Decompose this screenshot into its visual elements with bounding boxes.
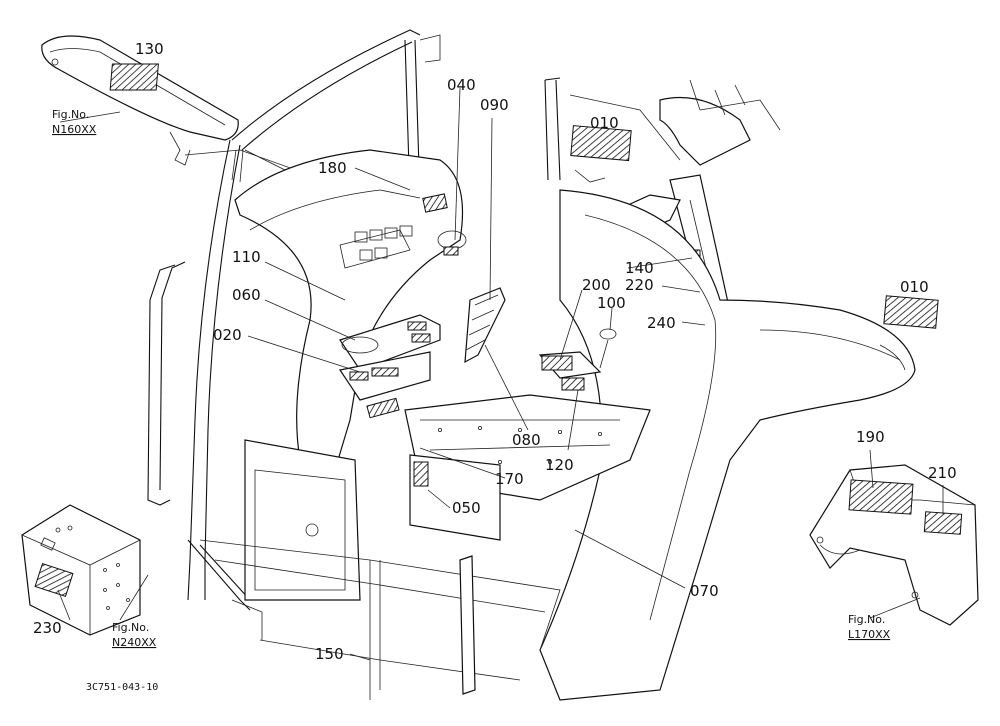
fig-ref-prefix: Fig.No.	[112, 621, 149, 634]
fig-ref-number: L170XX	[848, 628, 891, 641]
callout-100: 100	[597, 294, 626, 312]
decal-010-fender	[883, 295, 939, 329]
callout-010-rear: 010	[590, 114, 619, 132]
callout-labels: 130 180 040 090 010 010 110 060 020 200 …	[33, 40, 957, 663]
callout-110: 110	[232, 248, 261, 266]
decal-040	[443, 246, 459, 256]
callout-020: 020	[213, 326, 242, 344]
callout-080: 080	[512, 431, 541, 449]
callout-220: 220	[625, 276, 654, 294]
fender-detail-drawing	[809, 464, 979, 626]
decal-050	[413, 461, 429, 487]
cab-frame-drawing	[147, 29, 939, 701]
sun-visor-drawing	[41, 35, 311, 188]
decal-210	[923, 511, 963, 535]
callout-140: 140	[625, 259, 654, 277]
callout-010-fender: 010	[900, 278, 929, 296]
callout-060: 060	[232, 286, 261, 304]
figure-reference-toolbox: Fig.No. N240XX	[112, 621, 157, 649]
figure-reference-sunvisor: Fig.No. N160XX	[52, 108, 97, 136]
fig-ref-number: N240XX	[112, 636, 157, 649]
callout-070: 070	[690, 582, 719, 600]
decal-060	[411, 333, 431, 343]
fig-ref-number: N160XX	[52, 123, 97, 136]
decal-190	[848, 479, 914, 515]
callout-200: 200	[582, 276, 611, 294]
decal-130	[109, 63, 159, 91]
leader-lines	[57, 87, 944, 661]
decal-010-rear	[570, 125, 632, 162]
decal-console	[366, 397, 400, 419]
callout-120: 120	[545, 456, 574, 474]
decal-230	[34, 563, 74, 597]
toolbox-detail-drawing	[21, 504, 141, 636]
decal-200	[541, 355, 573, 371]
figure-reference-fender: Fig.No. L170XX	[848, 613, 891, 641]
callout-050: 050	[452, 499, 481, 517]
decal-020b	[371, 367, 399, 377]
callout-130: 130	[135, 40, 164, 58]
callout-040: 040	[447, 76, 476, 94]
decal-020	[349, 371, 369, 381]
fig-ref-prefix: Fig.No.	[52, 108, 89, 121]
dash-vents	[354, 225, 413, 261]
callout-230: 230	[33, 619, 62, 637]
callout-240: 240	[647, 314, 676, 332]
callout-210: 210	[928, 464, 957, 482]
decal-180	[422, 193, 448, 213]
decal-120	[561, 377, 585, 391]
callout-170: 170	[495, 470, 524, 488]
drawing-number: 3C751-043-10	[86, 682, 158, 693]
callout-180: 180	[318, 159, 347, 177]
callout-150: 150	[315, 645, 344, 663]
decal-110	[407, 321, 427, 331]
callout-090: 090	[480, 96, 509, 114]
fig-ref-prefix: Fig.No.	[848, 613, 885, 626]
callout-190: 190	[856, 428, 885, 446]
